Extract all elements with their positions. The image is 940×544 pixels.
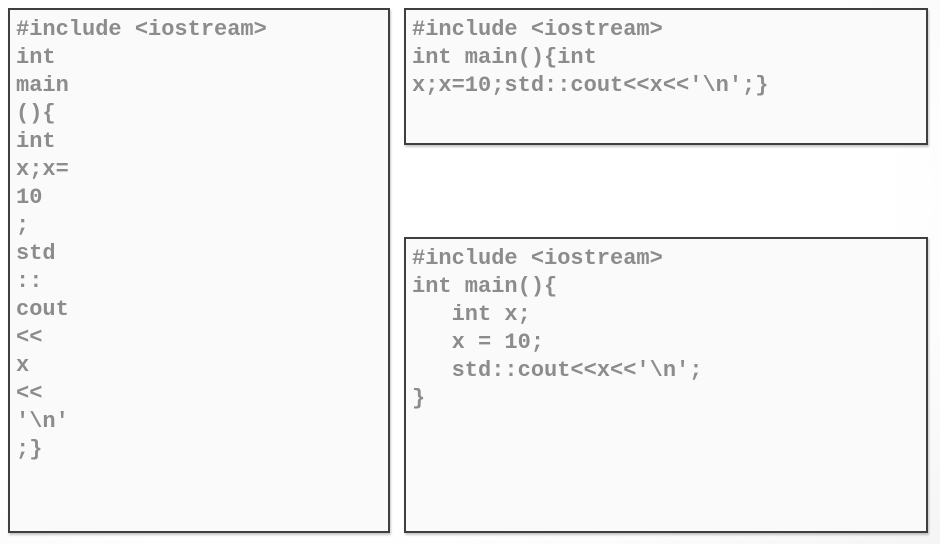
code-line: x = 10; bbox=[412, 330, 545, 355]
code-line: } bbox=[412, 386, 426, 411]
code-line: << bbox=[16, 325, 43, 350]
code-line: ;} bbox=[16, 437, 43, 462]
code-line: main bbox=[16, 73, 69, 98]
code-line: x bbox=[16, 353, 30, 378]
code-line: int bbox=[16, 45, 56, 70]
code-line: cout bbox=[16, 297, 69, 322]
code-line: x;x=10;std::cout<<x<<'\n';} bbox=[412, 73, 769, 98]
code-line: << bbox=[16, 381, 43, 406]
code-line: int main(){ bbox=[412, 274, 558, 299]
code-line: ; bbox=[16, 213, 30, 238]
code-line: x;x= bbox=[16, 157, 69, 182]
code-line: (){ bbox=[16, 101, 56, 126]
code-panel-left: #include <iostream> int main (){ int x;x… bbox=[8, 8, 390, 533]
code-line: #include <iostream> bbox=[412, 246, 663, 271]
code-line: 10 bbox=[16, 185, 43, 210]
code-line: int main(){int bbox=[412, 45, 597, 70]
code-line: int x; bbox=[412, 302, 531, 327]
code-line: int bbox=[16, 129, 56, 154]
code-line: std::cout<<x<<'\n'; bbox=[412, 358, 703, 383]
code-line: std bbox=[16, 241, 56, 266]
code-panel-bottom-right: #include <iostream> int main(){ int x; x… bbox=[404, 237, 928, 533]
code-line: #include <iostream> bbox=[16, 17, 267, 42]
code-line: :: bbox=[16, 269, 43, 294]
code-line: #include <iostream> bbox=[412, 17, 663, 42]
code-panel-top-right: #include <iostream> int main(){int x;x=1… bbox=[404, 8, 928, 145]
code-line: '\n' bbox=[16, 409, 69, 434]
